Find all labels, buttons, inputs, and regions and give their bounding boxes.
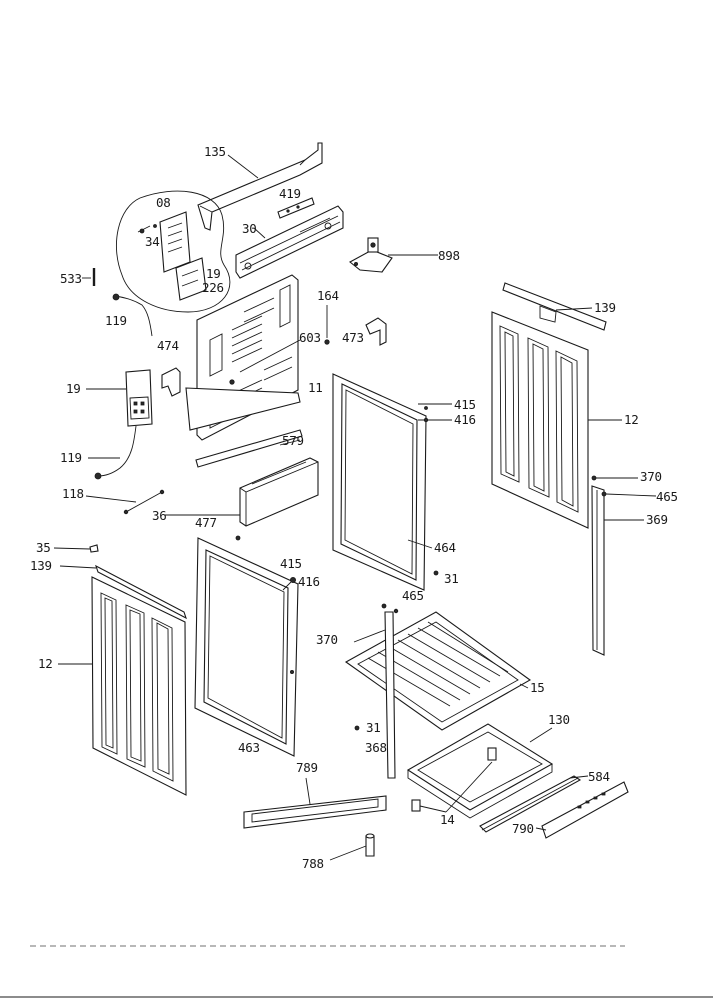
- label-788: 788: [302, 856, 324, 871]
- part-11-bracket: [185, 387, 301, 431]
- part-164-screw: [324, 305, 330, 345]
- part-14-foot: [411, 747, 497, 812]
- label-119-top: 119: [105, 313, 127, 328]
- part-36-duct: [239, 457, 319, 527]
- label-370-center: 370: [316, 632, 338, 647]
- label-12-right: 12: [624, 412, 638, 427]
- label-464: 464: [434, 540, 456, 555]
- part-790-kickboard: [541, 781, 629, 839]
- label-419: 419: [279, 186, 301, 201]
- label-898: 898: [438, 248, 460, 263]
- part-369-rail: [591, 485, 605, 656]
- part-135-top-trim: [197, 142, 323, 231]
- part-464-rear-frame: [332, 373, 427, 591]
- label-415-rear: 415: [454, 397, 476, 412]
- label-477: 477: [195, 515, 217, 530]
- label-11: 11: [308, 380, 322, 395]
- label-584: 584: [588, 769, 610, 784]
- label-19: 19: [66, 381, 80, 396]
- label-12-left: 12: [38, 656, 52, 671]
- label-790: 790: [512, 821, 534, 836]
- part-119-wire: [112, 293, 153, 337]
- label-31-rear: 31: [444, 571, 458, 586]
- part-12-side-panel-left: [91, 576, 187, 796]
- label-08: 08: [156, 195, 170, 210]
- label-135: 135: [204, 144, 226, 159]
- part-463-door-frame: [194, 537, 299, 757]
- label-474: 474: [157, 338, 179, 353]
- part-15-base-shelf: [344, 611, 532, 731]
- label-533: 533: [60, 271, 82, 286]
- label-31-base: 31: [366, 720, 380, 735]
- part-130-base-frame: [406, 723, 554, 819]
- label-164: 164: [317, 288, 339, 303]
- label-30: 30: [242, 221, 256, 236]
- label-15: 15: [530, 680, 544, 695]
- part-12-side-panel-right: [491, 311, 589, 529]
- part-368-post: [384, 611, 396, 779]
- part-419-bracket: [277, 197, 315, 219]
- label-14: 14: [440, 812, 454, 827]
- label-19-inset: 19: [206, 266, 220, 281]
- part-19-control-box: [125, 369, 153, 427]
- part-788-leg: [365, 833, 375, 857]
- part-579-strip: [195, 429, 303, 468]
- label-463: 463: [238, 740, 260, 755]
- part-584-strip: [479, 775, 582, 833]
- label-416-front: 416: [298, 574, 320, 589]
- label-368: 368: [365, 740, 387, 755]
- part-789-plinth: [243, 795, 387, 829]
- detail-inset: [115, 190, 231, 313]
- label-473: 473: [342, 330, 364, 345]
- part-119-cable: [94, 425, 137, 480]
- label-579: 579: [282, 433, 304, 448]
- label-34: 34: [145, 234, 159, 249]
- label-119-cable: 119: [60, 450, 82, 465]
- label-415-front: 415: [280, 556, 302, 571]
- label-139-right: 139: [594, 300, 616, 315]
- label-416-rear: 416: [454, 412, 476, 427]
- label-35: 35: [36, 540, 50, 555]
- part-473-bracket: [365, 317, 387, 346]
- label-118: 118: [62, 486, 84, 501]
- label-603: 603: [299, 330, 321, 345]
- label-465-center: 465: [402, 588, 424, 603]
- label-36: 36: [152, 508, 166, 523]
- label-369: 369: [646, 512, 668, 527]
- label-139-left: 139: [30, 558, 52, 573]
- label-465-right: 465: [656, 489, 678, 504]
- part-474-clip: [161, 367, 181, 397]
- part-30-control-panel: [235, 205, 344, 279]
- part-118-rod: [123, 489, 165, 515]
- part-898-thermostat: [349, 237, 393, 273]
- label-370-right: 370: [640, 469, 662, 484]
- label-226: 226: [202, 280, 224, 295]
- label-130: 130: [548, 712, 570, 727]
- label-789: 789: [296, 760, 318, 775]
